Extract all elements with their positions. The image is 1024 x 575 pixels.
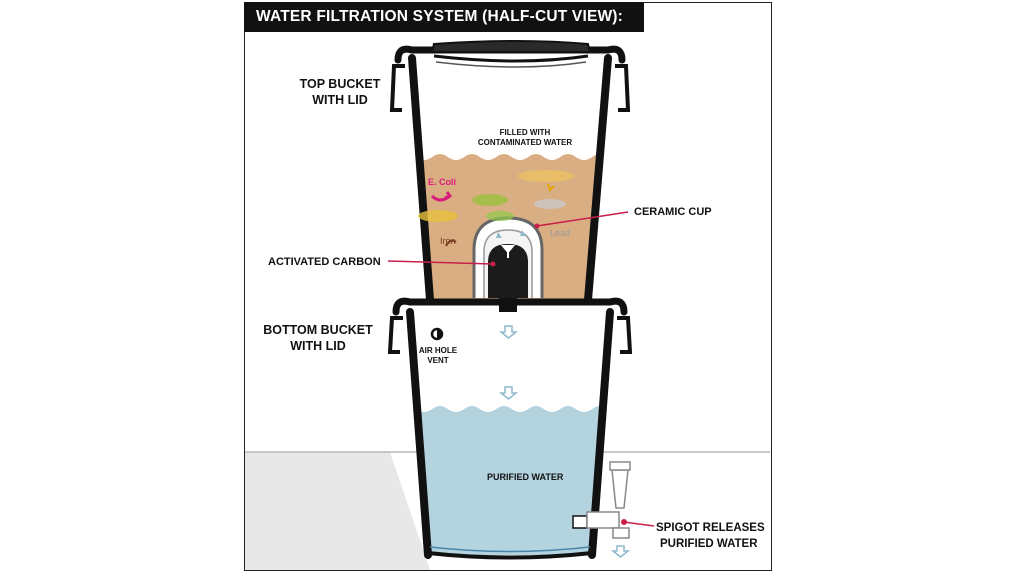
ecoli-label: E. Coli bbox=[428, 177, 457, 187]
top-bucket-label-line2: WITH LID bbox=[312, 93, 368, 107]
spigot-label-line2: PURIFIED WATER bbox=[660, 538, 758, 550]
bottom-handle-right bbox=[617, 316, 633, 354]
bottom-bucket-label-line1: BOTTOM BUCKET bbox=[263, 323, 373, 337]
top-bucket-lid bbox=[430, 40, 592, 53]
activated-carbon-pointer bbox=[387, 260, 494, 265]
top-handle-left bbox=[389, 64, 405, 112]
ceramic-cup-label: CERAMIC CUP bbox=[634, 206, 712, 218]
diagram-title: WATER FILTRATION SYSTEM (HALF-CUT VIEW): bbox=[244, 2, 644, 32]
ceramic-filter bbox=[472, 216, 544, 312]
filled-label-line2: CONTAMINATED WATER bbox=[477, 138, 573, 147]
spigot-label-line1: SPIGOT RELEASES bbox=[656, 522, 765, 534]
purified-water-label: PURIFIED WATER bbox=[487, 472, 564, 482]
top-bucket-wall bbox=[408, 54, 612, 304]
bottom-bucket-label-line2: WITH LID bbox=[290, 339, 346, 353]
filled-label-line1: FILLED WITH bbox=[499, 128, 551, 137]
air-hole-label-line1: AIR HOLE bbox=[418, 346, 458, 355]
spigot-flow-arrow-icon bbox=[610, 545, 631, 558]
floor-shadow bbox=[245, 452, 430, 570]
lead-label: Lead bbox=[550, 228, 571, 238]
activated-carbon-label: ACTIVATED CARBON bbox=[268, 256, 381, 268]
bottom-bucket-label: BOTTOM BUCKET WITH LID bbox=[258, 322, 378, 354]
ceramic-cup-pointer bbox=[536, 211, 629, 227]
bottom-handle-left bbox=[387, 316, 403, 354]
top-bucket-label-line1: TOP BUCKET bbox=[299, 77, 381, 91]
flow-arrow-icon bbox=[498, 386, 519, 400]
activated-carbon-core bbox=[488, 244, 528, 298]
top-handle-right bbox=[615, 64, 631, 112]
spigot-label: SPIGOT RELEASES PURIFIED WATER bbox=[656, 520, 765, 552]
spigot-pointer bbox=[623, 521, 655, 527]
bottom-bucket-base bbox=[427, 551, 593, 560]
air-hole-label: AIR HOLE VENT bbox=[414, 346, 462, 366]
iron-label: Iron bbox=[440, 236, 456, 246]
ecoli-squiggle-icon bbox=[430, 191, 453, 202]
bottom-bucket-rim bbox=[392, 297, 628, 316]
spigot bbox=[572, 461, 631, 558]
top-bucket-label: TOP BUCKET WITH LID bbox=[290, 76, 390, 108]
purified-water-fill bbox=[408, 405, 612, 555]
contaminated-water-label: FILLED WITH CONTAMINATED WATER bbox=[460, 128, 590, 148]
flow-arrow-icon bbox=[498, 325, 519, 339]
air-hole-label-line2: VENT bbox=[427, 356, 449, 365]
